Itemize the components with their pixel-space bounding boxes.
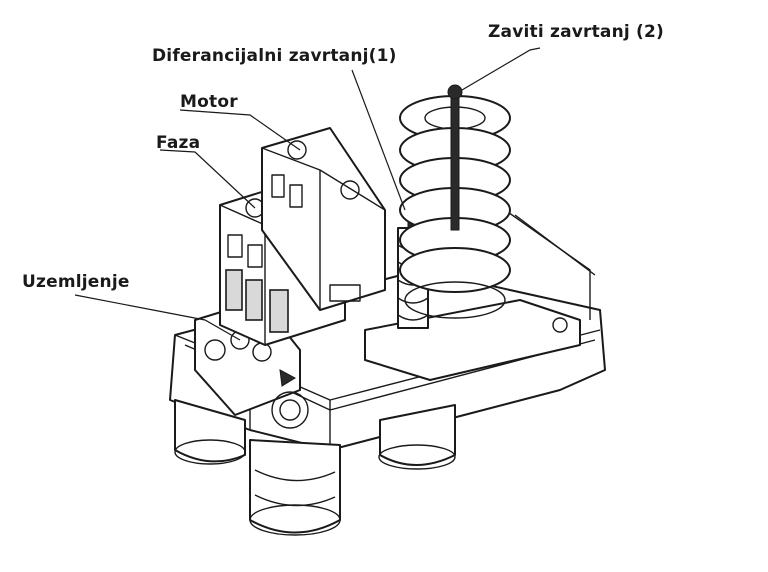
label-phase: Faza: [156, 133, 201, 153]
cable-gland-rear: [378, 404, 456, 470]
main-spring-assembly: [399, 84, 511, 319]
leader-ground: [74, 294, 241, 341]
leader-screw1: [351, 69, 406, 211]
label-screw2: Zaviti zavrtanj (2): [488, 22, 665, 42]
leader-motor: [179, 109, 301, 151]
label-motor: Motor: [180, 92, 238, 112]
leader-phase: [159, 149, 256, 209]
label-screw1: Diferancijalni zavrtanj(1): [152, 46, 397, 66]
cable-gland-front: [249, 439, 341, 536]
cable-gland-left: [174, 399, 246, 465]
leader-screw2: [461, 47, 541, 91]
leader-lines: [74, 47, 541, 341]
motor-terminal-block: [261, 127, 386, 311]
label-ground: Uzemljenje: [22, 272, 130, 292]
